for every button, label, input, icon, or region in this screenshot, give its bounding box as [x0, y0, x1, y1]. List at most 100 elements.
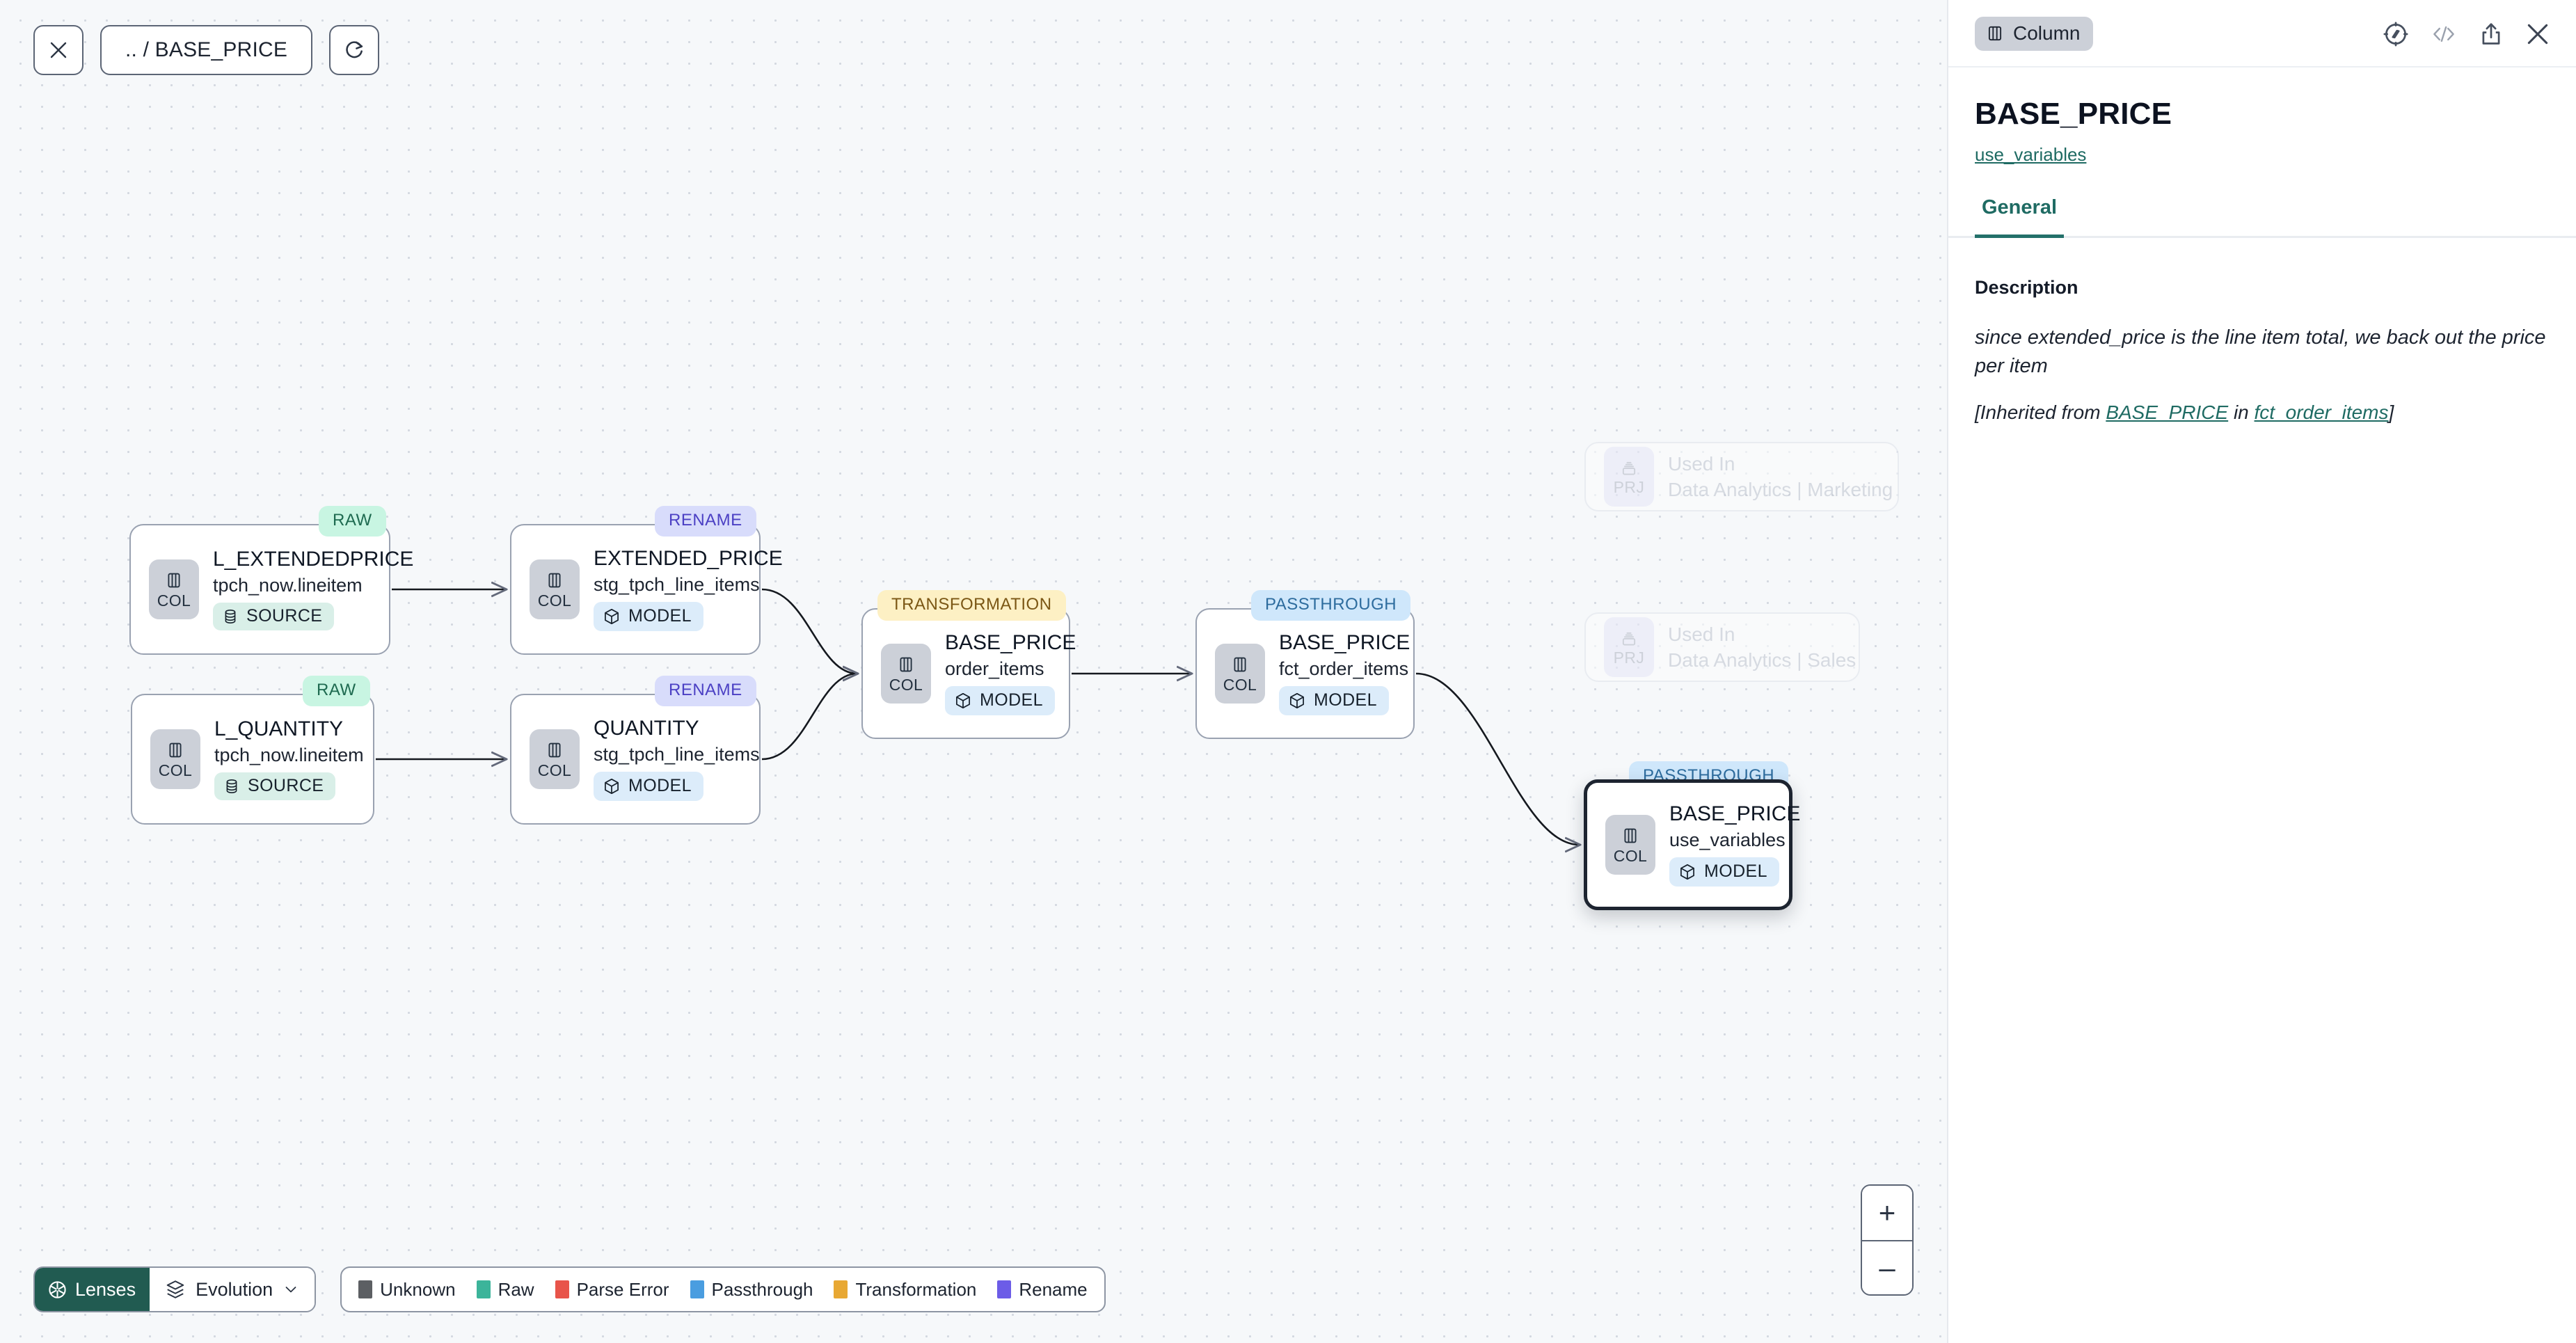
node-kind-badge: COL [150, 729, 200, 789]
node-kind-badge: COL [149, 559, 199, 619]
cube-icon [605, 608, 619, 624]
node-lens-tag-order_items: TRANSFORMATION [877, 590, 1066, 621]
share-icon[interactable] [2479, 21, 2504, 47]
panel-close-icon[interactable] [2525, 21, 2551, 47]
entity-type-badge[interactable]: Column [1975, 17, 2094, 51]
node-subtitle: tpch_now.lineitem [213, 574, 363, 596]
description-label: Description [1975, 277, 2078, 298]
column-icon [1234, 657, 1246, 672]
tab-general[interactable]: General [1975, 196, 2064, 238]
inherited-prefix: [Inherited from [1975, 402, 2106, 424]
node-material-label: SOURCE [246, 606, 323, 626]
code-icon[interactable] [2430, 22, 2458, 46]
legend-swatch [997, 1280, 1012, 1298]
node-kind-label: PRJ [1613, 478, 1645, 496]
node-material-chip: MODEL [945, 685, 1055, 715]
project-icon [1622, 632, 1636, 646]
node-project-name: Data Analytics | Marketing [1668, 478, 1893, 500]
node-material-label: MODEL [1314, 690, 1377, 710]
graph-node-l_quantity[interactable]: COL L_QUANTITY tpch_now.lineitem SOURCE [131, 694, 374, 825]
node-body: QUANTITY stg_tpch_line_items MODEL [594, 717, 760, 801]
graph-node-used-in-marketing[interactable]: PRJ Used In Data Analytics | Marketing [1584, 442, 1899, 511]
breadcrumb-label: .. / BASE_PRICE [125, 38, 288, 61]
node-title: L_QUANTITY [214, 717, 344, 741]
cube-icon [605, 778, 619, 794]
node-kind-badge: PRJ [1604, 617, 1654, 677]
node-kind-badge: COL [1215, 644, 1265, 704]
inherited-note: [Inherited from BASE_PRICE in fct_order_… [1975, 402, 2550, 424]
node-title: BASE_PRICE [1279, 631, 1410, 655]
lenses-button[interactable]: Lenses [35, 1268, 150, 1311]
legend-swatch [690, 1280, 704, 1298]
cube-icon [956, 692, 970, 708]
node-kind-label: COL [158, 761, 193, 779]
lens-legend: Unknown Raw Parse Error Passthrough Transfor… [340, 1266, 1106, 1312]
lineage-canvas[interactable]: .. / BASE_PRICE COL L_EXTENDEDPRICE tpch… [0, 0, 1947, 1343]
graph-node-l_extendedprice[interactable]: COL L_EXTENDEDPRICE tpch_now.lineitem SO… [129, 524, 413, 655]
node-body: BASE_PRICE order_items MODEL [945, 632, 1076, 715]
node-kind-badge: COL [530, 729, 580, 789]
node-subtitle: fct_order_items [1279, 658, 1409, 679]
legend-label: Passthrough [711, 1278, 813, 1300]
description-text: since extended_price is the line item to… [1975, 326, 2546, 378]
node-title: EXTENDED_PRICE [594, 547, 783, 571]
breadcrumb-button[interactable]: .. / BASE_PRICE [100, 25, 313, 75]
node-kind-label: COL [889, 676, 923, 694]
zoom-in-button[interactable]: + [1862, 1186, 1912, 1240]
legend-item[interactable]: Passthrough [690, 1279, 813, 1301]
legend-label: Raw [498, 1278, 534, 1300]
project-icon [1622, 461, 1636, 475]
legend-item[interactable]: Parse Error [555, 1279, 669, 1301]
graph-node-order_items[interactable]: COL BASE_PRICE order_items MODEL [861, 608, 1076, 739]
node-title: L_EXTENDEDPRICE [213, 548, 414, 571]
legend-item[interactable]: Raw [476, 1278, 534, 1301]
node-project-name: Data Analytics | Sales [1668, 649, 1857, 671]
column-icon [900, 657, 912, 672]
legend-item[interactable]: Rename [997, 1279, 1088, 1301]
node-body: L_QUANTITY tpch_now.lineitem SOURCE [214, 718, 364, 800]
inherited-column-link[interactable]: BASE_PRICE [2106, 402, 2229, 424]
details-panel: Column BA [1947, 0, 2576, 1343]
evolution-label: Evolution [196, 1278, 273, 1300]
graph-node-used-in-sales[interactable]: PRJ Used In Data Analytics | Sales [1584, 612, 1860, 682]
refresh-icon [346, 41, 363, 58]
node-kind-label: COL [1223, 676, 1257, 694]
node-material-chip: MODEL [594, 601, 703, 631]
panel-tabs: General [1948, 196, 2576, 238]
zoom-out-button[interactable]: – [1862, 1240, 1912, 1294]
graph-node-fct_order_items[interactable]: COL BASE_PRICE fct_order_items MODEL [1195, 608, 1415, 739]
parent-model-link[interactable]: use_variables [1975, 144, 2087, 165]
legend-swatch [834, 1280, 848, 1298]
node-subtitle: stg_tpch_line_items [594, 743, 760, 765]
node-subtitle: tpch_now.lineitem [214, 744, 364, 765]
node-subtitle: stg_tpch_line_items [594, 573, 760, 595]
close-button[interactable] [33, 25, 84, 75]
refresh-button[interactable] [329, 25, 380, 75]
lenses-label: Lenses [75, 1278, 136, 1300]
node-material-label: MODEL [980, 690, 1043, 710]
legend-item[interactable]: Unknown [358, 1279, 456, 1301]
evolution-dropdown[interactable]: Evolution [150, 1268, 315, 1311]
inherited-model-link[interactable]: fct_order_items [2254, 402, 2389, 424]
compass-icon[interactable] [2383, 21, 2409, 47]
node-kind-label: COL [537, 761, 572, 779]
node-material-chip: MODEL [1279, 685, 1389, 715]
node-material-label: MODEL [628, 606, 692, 626]
node-body: EXTENDED_PRICE stg_tpch_line_items MODEL [594, 548, 783, 631]
graph-node-extended_price[interactable]: COL EXTENDED_PRICE stg_tpch_line_items M… [510, 524, 783, 655]
node-material-chip: SOURCE [213, 602, 335, 630]
panel-header: Column [1948, 0, 2576, 67]
database-icon [226, 779, 237, 793]
node-material-chip: SOURCE [214, 772, 336, 800]
graph-node-quantity[interactable]: COL QUANTITY stg_tpch_line_items MODEL [510, 694, 761, 825]
node-subtitle: order_items [945, 658, 1044, 679]
column-icon [168, 573, 180, 588]
inherited-middle: in [2228, 402, 2255, 424]
graph-node-use_variables[interactable]: COL BASE_PRICE use_variables MODEL [1584, 779, 1800, 910]
legend-swatch [555, 1280, 569, 1298]
node-used-in-label: Used In [1668, 623, 1735, 646]
legend-item[interactable]: Transformation [834, 1279, 976, 1301]
description-section: Description since extended_price is the … [1948, 238, 2576, 424]
node-material-chip: MODEL [594, 771, 703, 801]
